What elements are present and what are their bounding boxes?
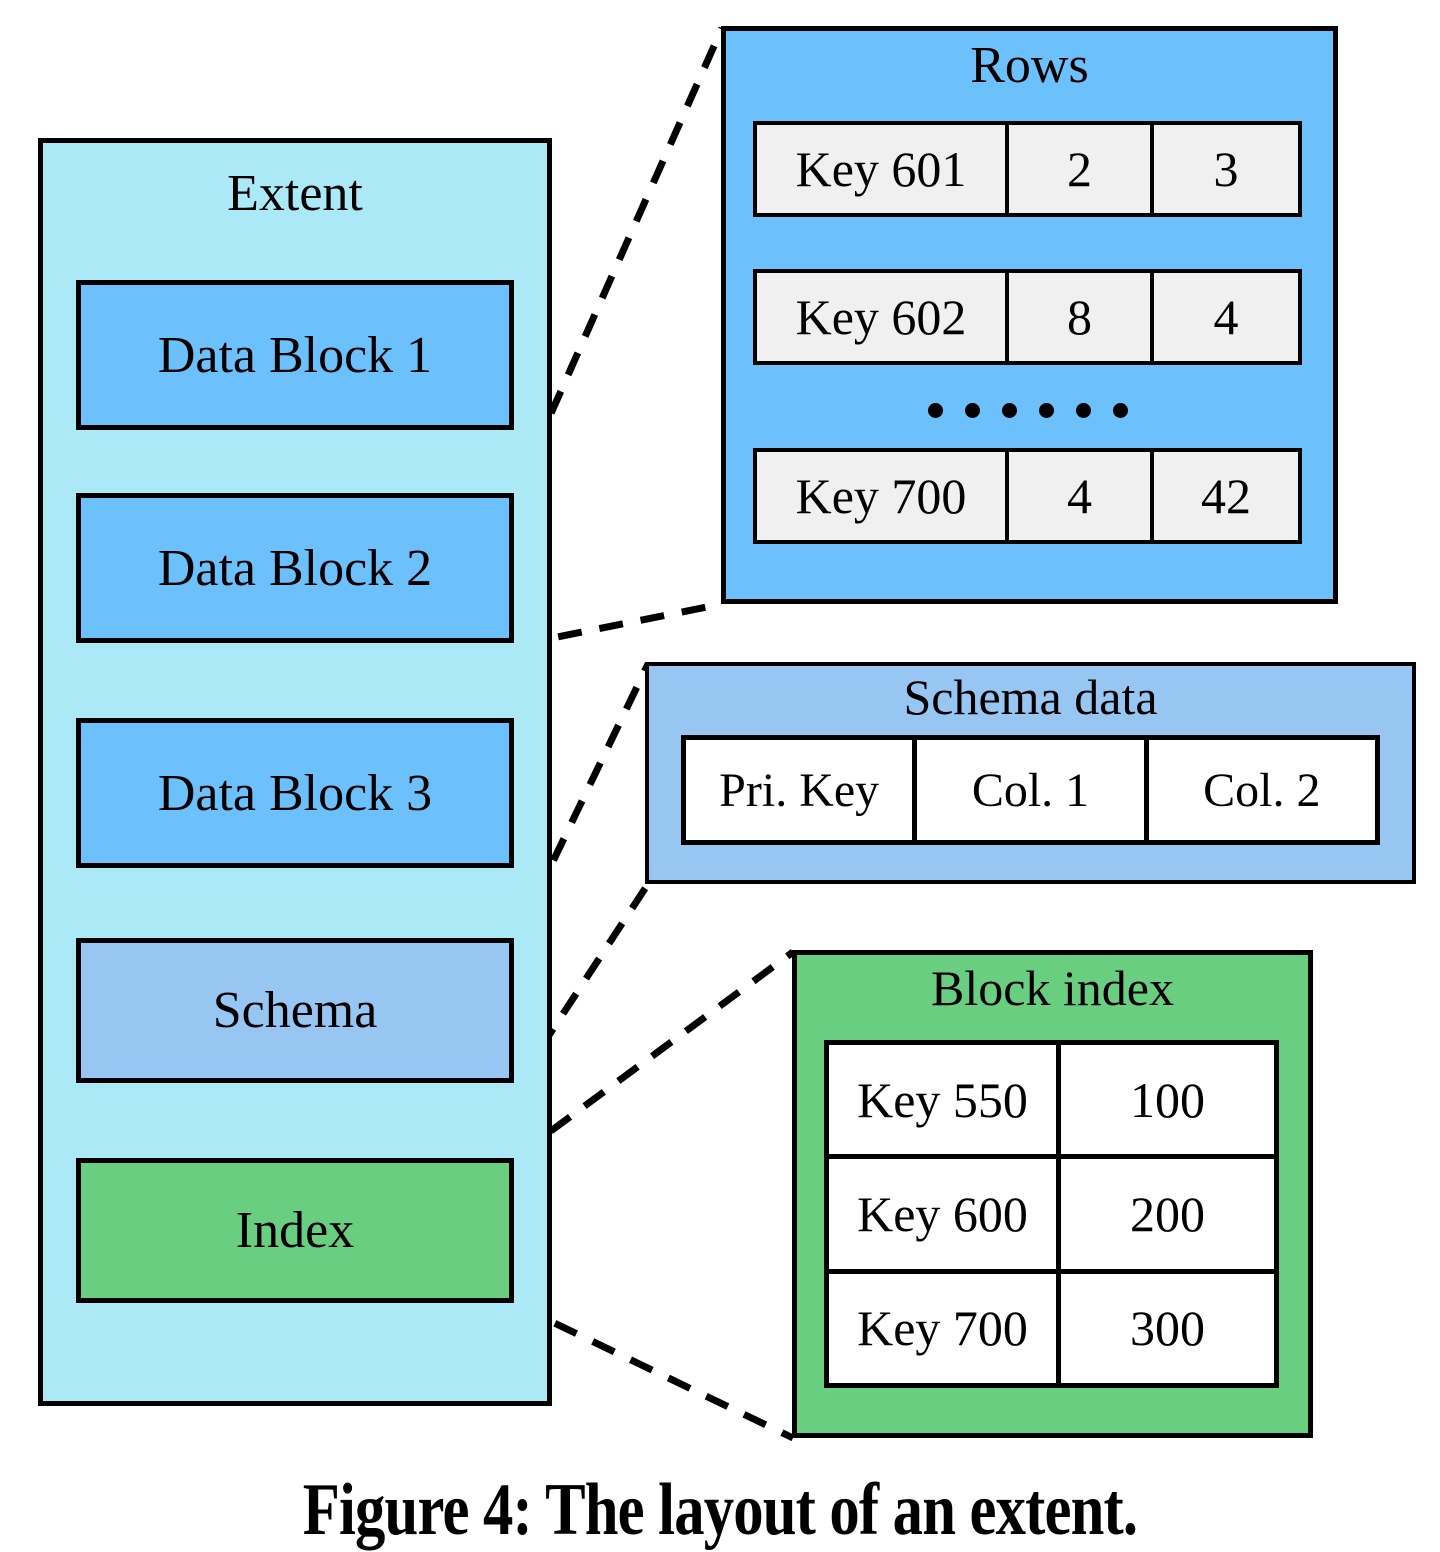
schema-column-header-col-1: Col. 1 [917,740,1149,840]
row-cell-col1: 2 [1009,125,1154,213]
extent-title: Extent [227,165,363,222]
extent-block-data-block-1[interactable]: Data Block 1 [76,280,514,430]
extent-block-index[interactable]: Index [76,1158,514,1303]
block-index-row: Key 700 300 [829,1268,1274,1383]
extent-block-label: Data Block 1 [157,326,433,384]
block-index-cell-offset: 200 [1130,1185,1205,1242]
row-cell-col2: 42 [1201,468,1251,524]
extent-block-schema[interactable]: Schema [76,938,514,1083]
row-cell-col1: 8 [1009,273,1154,361]
extent-block-data-block-2[interactable]: Data Block 2 [76,493,514,643]
ellipsis-dot [1001,402,1017,418]
block-index-row: Key 600 200 [829,1154,1274,1269]
block-index-row: Key 550 100 [829,1045,1274,1155]
row-cell-col2: 3 [1213,141,1239,197]
block-index-cell-offset: 100 [1130,1071,1205,1128]
ellipsis-dot [1112,402,1128,418]
row-cell-col1: 4 [1009,452,1154,540]
row-cell-key: Key 601 [757,125,1009,213]
extent-block-label: Data Block 3 [157,764,433,822]
connector-index-bottom [515,1301,795,1442]
rows-ellipsis [753,385,1302,435]
rows-panel-title: Rows [970,37,1089,94]
ellipsis-dot [1075,402,1091,418]
extent-block-label: Data Block 2 [157,539,433,597]
block-index-table: Key 550 100 Key 600 200 Key 700 300 [824,1040,1279,1388]
ellipsis-dot [1038,402,1054,418]
figure-caption: Figure 4: The layout of an extent. [302,1469,1138,1551]
block-index-cell-key: Key 600 [829,1159,1061,1269]
row-cell-key: Key 700 [757,452,1009,540]
extent-block-label: Index [235,1202,355,1259]
ellipsis-dot [927,402,943,418]
row-cell-key: Key 602 [757,273,1009,361]
rows-table-row: Key 700 4 42 [753,448,1302,544]
schema-column-header-pri-key: Pri. Key [686,740,918,840]
row-cell-col2: 4 [1213,289,1239,345]
rows-table-row: Key 601 2 3 [753,121,1302,217]
schema-data-panel-title: Schema data [903,669,1158,725]
schema-column-header-col-2: Col. 2 [1203,763,1321,817]
ellipsis-dot [964,402,980,418]
connector-index-top [514,949,796,1159]
rows-table-row: Key 602 8 4 [753,269,1302,365]
extent-block-data-block-3[interactable]: Data Block 3 [76,718,514,868]
block-index-cell-key: Key 550 [829,1045,1061,1155]
schema-columns-table: Pri. Key Col. 1 Col. 2 [681,735,1380,845]
block-index-cell-offset: 300 [1130,1300,1205,1357]
block-index-panel-title: Block index [930,960,1175,1016]
block-index-cell-key: Key 700 [829,1273,1061,1383]
extent-block-label: Schema [212,982,378,1039]
